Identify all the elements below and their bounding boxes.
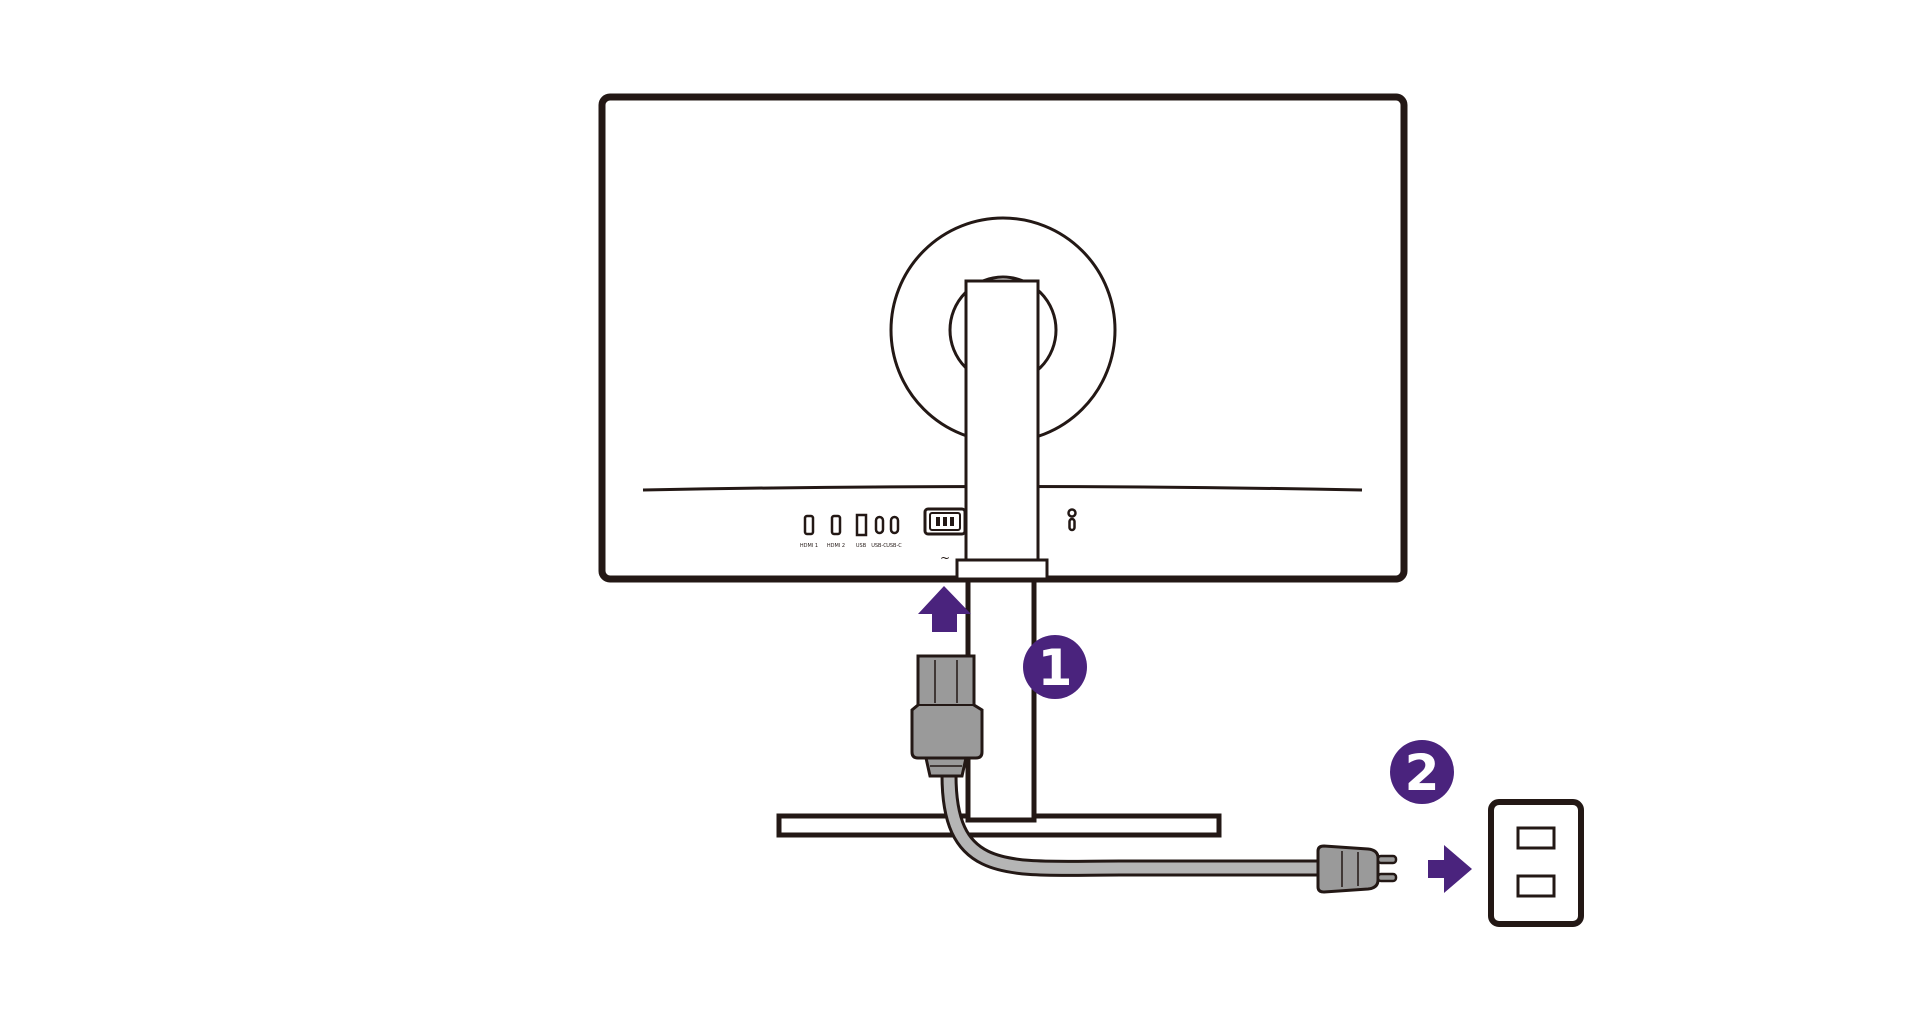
security-lock-slot (1067, 508, 1077, 532)
port-row: HDMI 1 HDMI 2 USB USB-C USB-C ~ (800, 507, 1077, 565)
usb-port: USB (855, 513, 868, 549)
usb-c-port-2-label: USB-C (886, 543, 902, 549)
hdmi-port-2-label: HDMI 2 (827, 543, 845, 549)
usb-c-port-1: USB-C (871, 515, 887, 549)
arrow-up-icon (918, 586, 971, 632)
ac-power-symbol: ~ (940, 551, 950, 565)
ac-power-inlet: ~ (923, 507, 967, 565)
hdmi-port-2: HDMI 2 (827, 514, 845, 549)
stand-column (955, 279, 1049, 581)
hdmi-port-1: HDMI 1 (800, 514, 818, 549)
arrow-right-icon (1428, 845, 1472, 893)
step-marker-1: 1 (1023, 635, 1087, 699)
stand-neck (965, 575, 1037, 823)
hdmi-port-1-label: HDMI 1 (800, 543, 818, 549)
step-marker-2: 2 (1390, 740, 1454, 804)
usb-c-port-2: USB-C (886, 515, 902, 549)
usb-c-port-1-label: USB-C (871, 543, 887, 549)
step-1-number: 1 (1038, 639, 1073, 697)
wall-plug (1316, 844, 1398, 894)
iec-connector (910, 654, 984, 778)
step-2-number: 2 (1405, 744, 1440, 802)
usb-port-label: USB (856, 543, 867, 549)
wall-outlet (1488, 799, 1584, 927)
power-cable (940, 766, 1327, 877)
